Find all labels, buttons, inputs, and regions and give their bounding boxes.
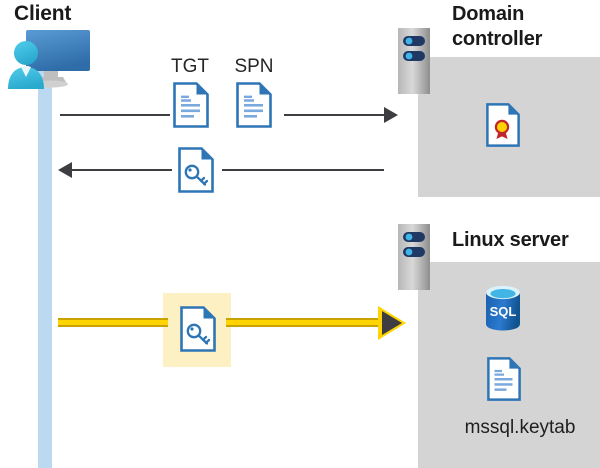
response-line-left — [72, 169, 172, 171]
domain-controller-server-icon — [398, 28, 430, 94]
keytab-document-icon — [487, 357, 521, 401]
request-arrowhead — [384, 107, 398, 123]
response-key-document-icon — [178, 147, 214, 193]
client-user-computer-icon — [4, 27, 94, 95]
sql-database-icon: SQL — [484, 285, 522, 331]
spn-label: SPN — [234, 56, 274, 77]
domain-controller-label-line1: Domain — [452, 3, 525, 25]
client-lifeline — [38, 62, 52, 468]
spn-text-document-icon — [236, 82, 272, 128]
certificate-document-icon — [486, 103, 520, 147]
domain-controller-label-line2: controller — [452, 28, 543, 50]
tgt-text-document-icon — [173, 82, 209, 128]
domain-controller-label: Domain controller — [452, 2, 592, 52]
request-line-right — [284, 114, 384, 116]
service-ticket-line-left — [58, 318, 168, 327]
keytab-file-label: mssql.keytab — [464, 417, 576, 438]
service-ticket-arrowhead-inner — [382, 311, 402, 335]
service-ticket-line-right — [226, 318, 386, 327]
linux-server-label: Linux server — [452, 229, 569, 251]
tgt-label: TGT — [171, 56, 209, 77]
response-line-right — [222, 169, 384, 171]
response-arrowhead — [58, 162, 72, 178]
sql-text: SQL — [490, 304, 517, 319]
client-label: Client — [14, 2, 72, 25]
request-line-left — [60, 114, 170, 116]
service-ticket-key-document-icon — [180, 306, 216, 352]
linux-server-server-icon — [398, 224, 430, 290]
